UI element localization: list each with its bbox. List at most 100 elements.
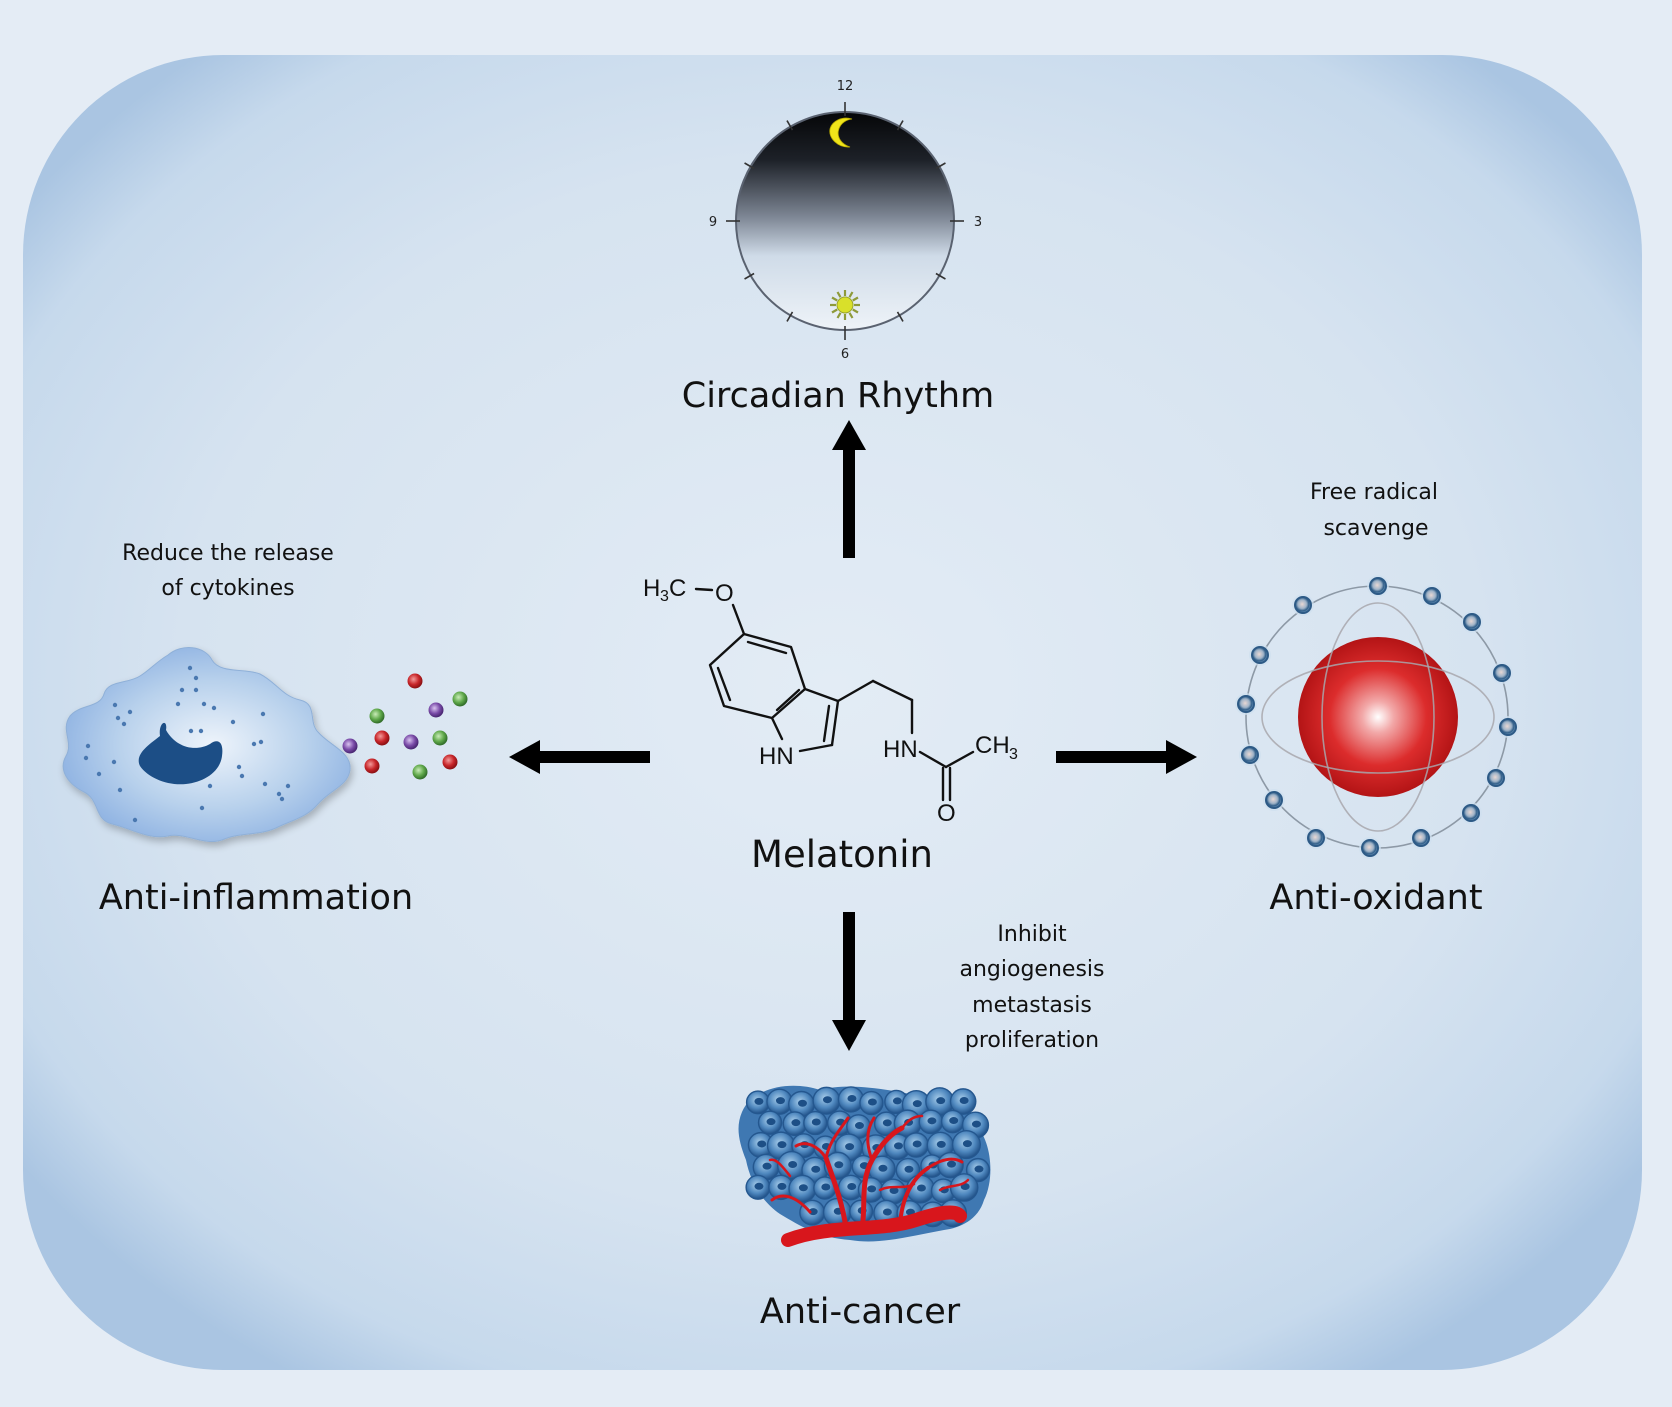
cytokine-red bbox=[442, 754, 458, 770]
cell-granules bbox=[83, 665, 291, 823]
caption-anti-cancer-line-3: metastasis bbox=[972, 993, 1092, 1018]
tumor-cell-nucleus bbox=[878, 1164, 888, 1172]
sun-ray bbox=[831, 308, 838, 314]
granule bbox=[285, 783, 291, 789]
tumor-cell-nucleus bbox=[971, 1120, 981, 1128]
effect-title-anti-cancer: Anti-cancer bbox=[760, 1292, 961, 1332]
granule bbox=[127, 709, 133, 715]
granule bbox=[175, 701, 181, 707]
methyl-subscript: 3 bbox=[1009, 746, 1018, 763]
tumor-cell-nucleus bbox=[893, 1142, 903, 1150]
tumor-cell-nucleus bbox=[912, 1100, 922, 1108]
granule bbox=[83, 755, 89, 761]
tumor-cell-nucleus bbox=[867, 1185, 877, 1193]
granule bbox=[260, 711, 266, 717]
granule bbox=[251, 741, 257, 747]
tumor-cell-nucleus bbox=[959, 1097, 969, 1105]
tumor-cell-nucleus bbox=[927, 1117, 937, 1125]
diagram-panel bbox=[23, 55, 1642, 1370]
tumor-cell-nucleus bbox=[946, 1160, 956, 1168]
clock-tick bbox=[744, 272, 755, 280]
tumor-cell-nucleus bbox=[811, 1118, 821, 1126]
cytokine-purple bbox=[428, 702, 444, 718]
effect-title-anti-inflammation: Anti-inflammation bbox=[99, 878, 413, 918]
methoxy-c: C bbox=[669, 575, 686, 602]
granule bbox=[207, 783, 213, 789]
granule bbox=[239, 773, 245, 779]
caption-anti-inflammation-line-1: Reduce the release bbox=[122, 541, 334, 566]
caption-anti-cancer-line-1: Inhibit bbox=[997, 922, 1067, 947]
tumor-cell-nucleus bbox=[892, 1097, 902, 1105]
granule bbox=[211, 705, 217, 711]
electron bbox=[1241, 746, 1259, 764]
tumor-cell-nucleus bbox=[808, 1208, 818, 1216]
sun-ray bbox=[852, 308, 859, 314]
granule bbox=[121, 721, 127, 727]
tumor-cell-nucleus bbox=[762, 1162, 772, 1170]
tumor-cell-nucleus bbox=[777, 1182, 787, 1190]
atom-nucleus bbox=[1298, 637, 1458, 797]
tumor-cell-nucleus bbox=[797, 1099, 807, 1107]
clock-number-6: 6 bbox=[841, 347, 849, 362]
granule bbox=[258, 739, 264, 745]
electron bbox=[1361, 839, 1379, 857]
granule bbox=[201, 701, 207, 707]
methoxy-h: H bbox=[643, 575, 660, 602]
tumor-cell-nucleus bbox=[936, 1140, 946, 1148]
tumor-cell-nucleus bbox=[882, 1208, 892, 1216]
clock-tick bbox=[935, 162, 946, 170]
tumor-cell-nucleus bbox=[757, 1140, 767, 1148]
cytokines bbox=[342, 673, 468, 780]
clock-ticks bbox=[726, 102, 964, 340]
electron bbox=[1493, 664, 1511, 682]
granule bbox=[179, 687, 185, 693]
tumor-cell-nucleus bbox=[962, 1140, 972, 1148]
clock-tick bbox=[744, 162, 755, 170]
indole-nh: HN bbox=[759, 743, 794, 770]
macrophage-cytokines-icon bbox=[62, 647, 468, 842]
electron bbox=[1423, 587, 1441, 605]
sun-ray bbox=[848, 291, 854, 298]
tumor-cell-nucleus bbox=[882, 1119, 892, 1127]
amide-nh: HN bbox=[883, 736, 918, 763]
granule bbox=[276, 791, 282, 797]
clock-number-3: 3 bbox=[974, 215, 982, 230]
granule bbox=[198, 728, 204, 734]
electrons bbox=[1235, 575, 1519, 859]
tumor-cell-nucleus bbox=[847, 1183, 857, 1191]
sun-ray bbox=[852, 296, 859, 302]
tumor-cell-nucleus bbox=[847, 1094, 857, 1102]
arrow-left bbox=[509, 740, 650, 774]
tumor-cell-nucleus bbox=[845, 1143, 855, 1151]
electron bbox=[1294, 596, 1312, 614]
macrophage-nucleus bbox=[138, 722, 223, 785]
tumor-cell-nucleus bbox=[775, 1097, 785, 1105]
granule bbox=[132, 817, 138, 823]
effect-title-circadian-rhythm: Circadian Rhythm bbox=[682, 376, 994, 416]
cytokine-green bbox=[432, 730, 448, 746]
sun-ray bbox=[836, 312, 842, 319]
tumor-cell-nucleus bbox=[822, 1096, 832, 1104]
tumor-cell-nucleus bbox=[936, 1097, 946, 1105]
tumor-cell-nucleus bbox=[754, 1097, 764, 1105]
sun-ray bbox=[836, 291, 842, 298]
tumor-cell-nucleus bbox=[904, 1165, 914, 1173]
electron bbox=[1307, 829, 1325, 847]
tumor-cell-nucleus bbox=[777, 1141, 787, 1149]
tumor-cell-nucleus bbox=[766, 1118, 776, 1126]
cytokine-red bbox=[364, 758, 380, 774]
electron bbox=[1251, 646, 1269, 664]
clock-tick bbox=[786, 120, 794, 131]
cytokine-red bbox=[374, 730, 390, 746]
granule bbox=[188, 728, 194, 734]
granule bbox=[193, 675, 199, 681]
electron bbox=[1369, 577, 1387, 595]
granule bbox=[115, 715, 121, 721]
methoxy-subscript: 3 bbox=[660, 588, 669, 605]
orbit-vertical bbox=[1321, 602, 1435, 832]
atom-free-radical-icon bbox=[1235, 575, 1519, 859]
tumor-cell-nucleus bbox=[788, 1161, 798, 1169]
electron bbox=[1462, 804, 1480, 822]
moon-icon bbox=[829, 117, 853, 148]
